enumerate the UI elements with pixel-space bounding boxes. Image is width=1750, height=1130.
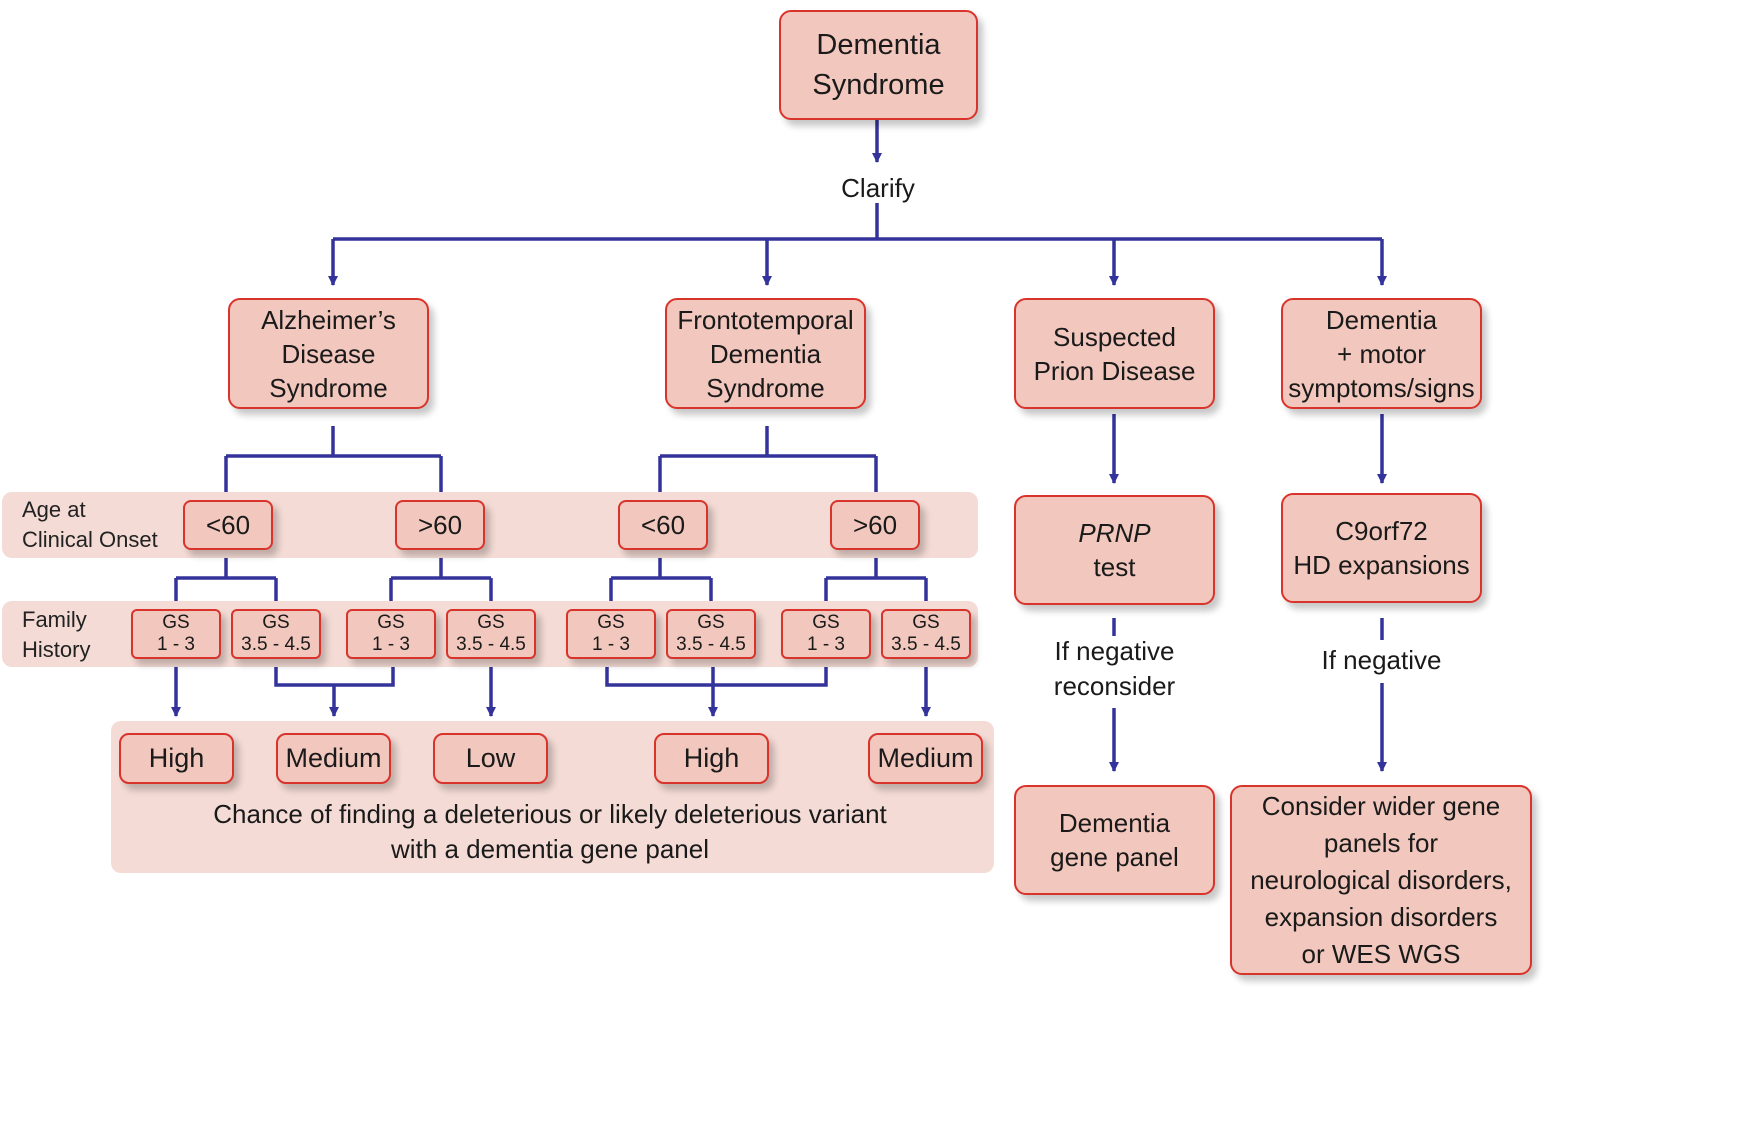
ad-age-over-60-node: >60 (395, 500, 485, 550)
outcome-medium-node: Medium (276, 733, 391, 784)
consider-wider-gene-panels-node: Consider wider gene panels for neurologi… (1230, 785, 1532, 975)
gs-score-box: GS 3.5 - 4.5 (446, 609, 536, 659)
prion-if-negative-label: If negative reconsider (1053, 636, 1176, 701)
connector-line (389, 558, 493, 601)
prnp-test-node: PRNP test (1014, 495, 1215, 605)
ad-age-under-60-node: <60 (183, 500, 273, 550)
ftd-age-over-60-node: >60 (830, 500, 920, 550)
family-history-label: Family History (22, 607, 91, 662)
outcome-band (111, 721, 994, 873)
prnp-gene-name: PRNP (1078, 518, 1151, 548)
clarify-label: Clarify (841, 173, 915, 203)
age-at-onset-label: Age at Clinical Onset (22, 497, 158, 552)
age-band (2, 492, 978, 558)
ftd-age-under-60-node: <60 (618, 500, 708, 550)
alzheimers-disease-syndrome-node: Alzheimer’s Disease Syndrome (228, 298, 429, 409)
motor-if-negative-label: If negative (1321, 645, 1442, 675)
outcome-caption: Chance of finding a deleterious or likel… (213, 799, 887, 864)
suspected-prion-disease-node: Suspected Prion Disease (1014, 298, 1215, 409)
c9orf72-hd-expansions-node: C9orf72 HD expansions (1281, 493, 1482, 603)
connector-line (609, 558, 713, 601)
connector-line (824, 558, 928, 601)
frontotemporal-dementia-syndrome-node: Frontotemporal Dementia Syndrome (665, 298, 866, 409)
gs-score-box: GS 1 - 3 (346, 609, 436, 659)
outcome-medium-node: Medium (868, 733, 983, 784)
outcome-high-node: High (119, 733, 234, 784)
gs-score-box: GS 1 - 3 (781, 609, 871, 659)
connector-line (274, 667, 395, 687)
outcome-low-node: Low (433, 733, 548, 784)
dementia-motor-signs-node: Dementia + motor symptoms/signs (1281, 298, 1482, 409)
gs-score-box: GS 3.5 - 4.5 (666, 609, 756, 659)
gs-score-box: GS 1 - 3 (131, 609, 221, 659)
gs-score-box: GS 1 - 3 (566, 609, 656, 659)
dementia-gene-panel-node: Dementia gene panel (1014, 785, 1215, 895)
gs-score-box: GS 3.5 - 4.5 (881, 609, 971, 659)
outcome-high-node: High (654, 733, 769, 784)
dementia-syndrome-node: Dementia Syndrome (779, 10, 978, 120)
connector-line (174, 558, 278, 601)
prnp-test-word: test (1093, 552, 1136, 582)
connector-line (605, 667, 828, 687)
gs-score-box: GS 3.5 - 4.5 (231, 609, 321, 659)
